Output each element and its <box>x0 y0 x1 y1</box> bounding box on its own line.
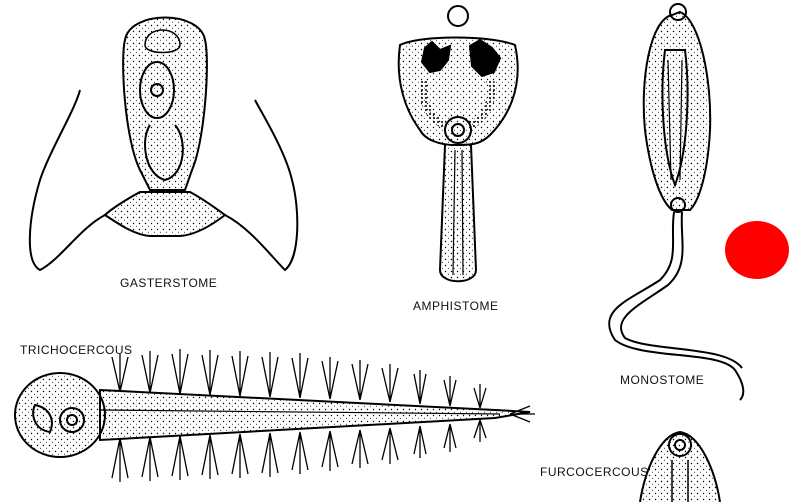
label-furcocercous: FURCOCERCOUS <box>540 465 649 479</box>
label-monostome: MONOSTOME <box>620 373 704 387</box>
label-gasterstome: GASTERSTOME <box>120 276 217 290</box>
red-marker-dot <box>725 221 789 279</box>
amphistome-drawing <box>399 6 518 281</box>
trichocercous-drawing <box>15 349 535 482</box>
monostome-drawing <box>609 4 743 400</box>
furcocercous-drawing <box>640 432 720 502</box>
label-amphistome: AMPHISTOME <box>413 299 498 313</box>
gasterstome-drawing <box>30 18 297 271</box>
label-trichocercous: TRICHOCERCOUS <box>20 343 133 357</box>
